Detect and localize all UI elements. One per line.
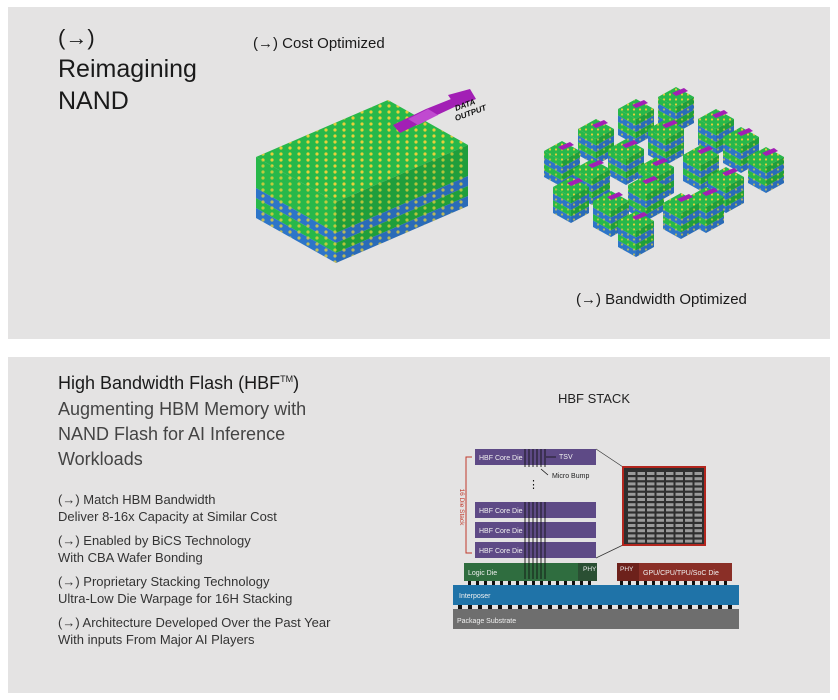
bandwidth-optimized-cubes [544,87,784,257]
trademark-mark: TM [280,374,294,384]
hbf-core-die [475,502,596,518]
phy-block-right [617,563,639,581]
cost-optimized-label: (→) Cost Optimized [253,35,385,52]
logic-die-label: Logic Die [468,570,497,577]
bandwidth-optimized-label: (→) Bandwidth Optimized [576,291,747,308]
bullet-line-2: With CBA Wafer Bonding [58,550,203,565]
nand-cube [553,177,589,223]
gpu-die [617,563,732,581]
micro-bump-label: Micro Bump [552,473,589,480]
hbf-heading-text: High Bandwidth Flash (HBF [58,373,281,393]
reimagining-nand-panel: (→) Reimagining NAND (→) Cost Optimized … [8,7,830,339]
interposer [453,585,739,605]
bullet-line-2: Deliver 8-16x Capacity at Similar Cost [58,509,277,524]
hbf-subtitle-line-2: NAND Flash for AI Inference [58,424,286,444]
nand-cube [723,127,759,173]
stack-ellipsis: ⋮ [528,479,539,491]
bullet-item: (→) Architecture Developed Over the Past… [58,614,330,648]
hbf-core-die [475,522,596,538]
core-die-label: HBF Core Die [479,508,523,515]
die-stack-label: 16 Die Stack [458,489,465,527]
package-substrate [453,609,739,629]
phy-block-left [578,563,597,581]
interposer-bumps [468,581,727,585]
phy-label-left: PHY [583,566,597,573]
nand-cube [544,141,580,187]
hbf-stack-diagram: Package Substrate Interposer Logic Die P… [453,448,739,629]
hbf-subtitle-line-1: Augmenting HBM Memory with [58,399,307,419]
hbf-stack-title: HBF STACK [558,391,630,406]
core-die-label: HBF Core Die [479,455,523,462]
bullet-line-1: (→) Enabled by BiCS Technology [58,533,251,548]
bullet-line-2: With inputs From Major AI Players [58,632,255,647]
bullet-line-1: (→) Match HBM Bandwidth [58,492,216,507]
interposer-label: Interposer [459,593,491,600]
bullet-line-1: (→) Proprietary Stacking Technology [58,574,270,589]
cost-optimized-block [256,89,476,263]
substrate-bumps [458,605,732,609]
bullet-item: (→) Proprietary Stacking Technology Ultr… [58,573,292,607]
hbf-core-die [475,542,596,558]
nand-illustration: DATA OUTPUT [256,87,784,263]
nand-cube [618,211,654,257]
hbf-heading: High Bandwidth Flash (HBFTM) [58,373,299,394]
tsv-label: TSV [559,454,573,461]
nand-cube [658,87,694,133]
hbf-core-die-top [475,449,596,465]
core-die-label: HBF Core Die [479,548,523,555]
nand-cube [663,193,699,239]
logic-die [464,563,597,581]
hbf-heading-close: ) [293,373,300,393]
package-substrate-label: Package Substrate [457,618,516,625]
nand-cube [748,147,784,193]
nand-cube [608,139,644,185]
bullet-item: (→) Enabled by BiCS Technology With CBA … [58,532,251,566]
phy-label-right: PHY [620,566,634,573]
tsv-lines [524,449,546,579]
page-title-line-2: NAND [58,87,129,115]
bullet-item: (→) Match HBM Bandwidth Deliver 8-16x Ca… [58,491,277,525]
bullet-line-1: (→) Architecture Developed Over the Past… [58,615,331,630]
bullet-line-2: Ultra-Low Die Warpage for 16H Stacking [58,591,293,606]
nand-cube [648,119,684,165]
gpu-die-label: GPU/CPU/TPU/SoC Die [643,570,719,577]
nand-cube [578,119,614,165]
core-die-label: HBF Core Die [479,528,523,535]
arrow-icon: (→) [58,25,95,50]
hbf-panel: High Bandwidth Flash (HBFTM) Augmenting … [8,357,830,693]
hbf-subtitle-line-3: Workloads [58,449,143,469]
page-title-line-1: Reimagining [58,55,197,83]
